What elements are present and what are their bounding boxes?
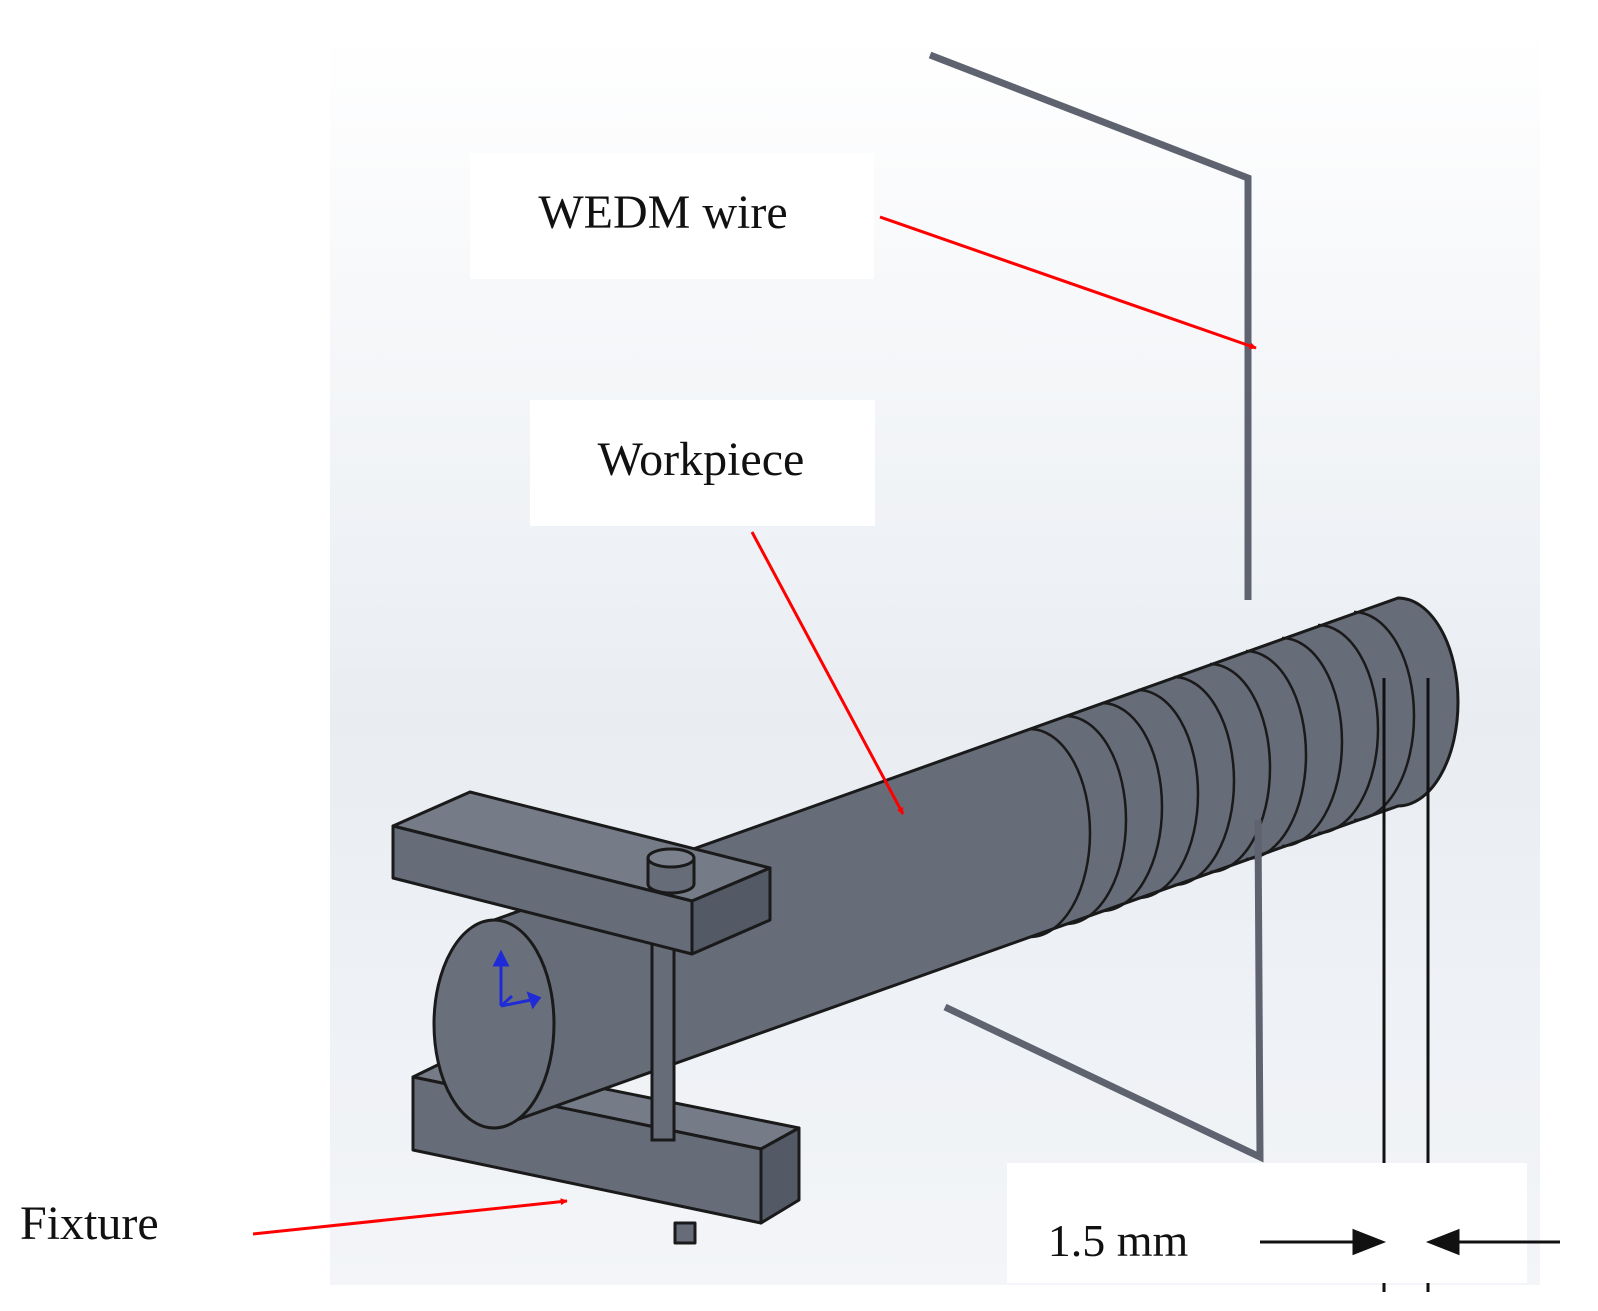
workpiece-cylinder <box>432 596 1460 1130</box>
workpiece-callout-arrow <box>750 531 905 815</box>
wedm-wire-lower <box>943 819 1264 1163</box>
workpiece-end-face <box>432 918 556 1130</box>
fixture-pin-head <box>646 847 696 895</box>
wire-callout-arrow <box>879 215 1257 350</box>
workpiece-label: Workpiece <box>598 433 805 486</box>
wedm-wire-upper <box>928 51 1252 600</box>
fixture-label: Fixture <box>20 1197 159 1250</box>
wire-label: WEDM wire <box>538 186 787 239</box>
dimension-label-box <box>1007 1163 1527 1283</box>
fixture-callout-arrow <box>252 1198 568 1236</box>
wire-label-box <box>470 153 874 279</box>
workpiece-label-box <box>530 400 875 526</box>
coordinate-triad-icon <box>492 949 542 1010</box>
dimension-label: 1.5 mm <box>1048 1215 1189 1266</box>
annotation-arrows <box>252 215 1257 1236</box>
dimension-arrows <box>1260 1228 1560 1256</box>
